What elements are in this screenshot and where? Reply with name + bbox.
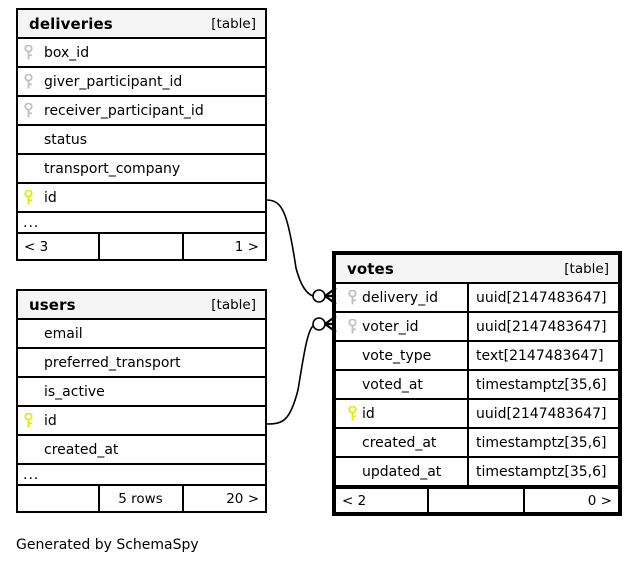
column-name: receiver_participant_id: [44, 102, 204, 119]
column-name: preferred_transport: [44, 354, 181, 371]
column-name: voter_id: [362, 318, 419, 335]
table-title: votes: [347, 259, 394, 278]
column-name: giver_participant_id: [44, 73, 183, 90]
table-header-users: users [table]: [18, 291, 265, 320]
table-row[interactable]: receiver_participant_id: [18, 97, 265, 126]
column-name: box_id: [44, 44, 90, 61]
column-type: uuid[2147483647]: [476, 405, 607, 422]
column-cell: voted_at: [336, 371, 469, 398]
more-columns-indicator: ...: [18, 465, 265, 486]
table-header-deliveries: deliveries [table]: [18, 10, 265, 39]
footer-prev-link[interactable]: [18, 486, 100, 511]
footer-next-link[interactable]: 0 >: [587, 492, 612, 509]
column-name: created_at: [44, 441, 119, 458]
table-row[interactable]: created_at timestamptz[35,6]: [336, 429, 618, 458]
table-footer-deliveries: < 3 1 >: [18, 234, 265, 259]
table-row[interactable]: voter_id uuid[2147483647]: [336, 313, 618, 342]
table-row[interactable]: created_at: [18, 436, 265, 465]
table-row[interactable]: box_id: [18, 39, 265, 68]
foreign-key-icon: [18, 68, 38, 95]
table-row[interactable]: preferred_transport: [18, 349, 265, 378]
cardinality-zero-marker: [312, 289, 326, 303]
table-row[interactable]: status: [18, 126, 265, 155]
foreign-key-icon: [18, 97, 38, 124]
generated-by-caption: Generated by SchemaSpy: [16, 537, 199, 553]
column-type: timestamptz[35,6]: [476, 376, 607, 393]
table-footer-votes: < 2 0 >: [336, 487, 618, 512]
column-name: email: [44, 325, 83, 342]
column-type: uuid[2147483647]: [476, 318, 607, 335]
no-key-spacer: [18, 378, 38, 405]
table-row[interactable]: voted_at timestamptz[35,6]: [336, 371, 618, 400]
column-cell: updated_at: [336, 458, 469, 485]
column-name: updated_at: [362, 463, 442, 480]
table-row[interactable]: delivery_id uuid[2147483647]: [336, 284, 618, 313]
table-votes[interactable]: votes [table] delivery_id uuid[214748364…: [332, 251, 622, 516]
footer-rows-count: [429, 489, 525, 512]
column-name: id: [44, 189, 57, 206]
column-cell: voter_id: [336, 313, 469, 340]
no-key-spacer: [18, 126, 38, 153]
no-key-spacer: [18, 155, 38, 182]
column-name: status: [44, 131, 88, 148]
column-name: delivery_id: [362, 289, 438, 306]
table-users[interactable]: users [table] email preferred_transport …: [16, 289, 267, 513]
relationship-deliveries-votes: [266, 199, 337, 305]
column-name: id: [44, 412, 57, 429]
table-row[interactable]: giver_participant_id: [18, 68, 265, 97]
column-name: id: [362, 405, 375, 422]
no-key-spacer: [18, 436, 38, 463]
table-type-tag: [table]: [564, 260, 609, 277]
table-row[interactable]: id: [18, 407, 265, 436]
table-row[interactable]: id uuid[2147483647]: [336, 400, 618, 429]
cardinality-zero-marker: [312, 317, 326, 331]
column-cell: delivery_id: [336, 284, 469, 311]
column-cell: created_at: [336, 429, 469, 456]
table-title: deliveries: [29, 14, 113, 33]
footer-prev-link[interactable]: < 2: [336, 489, 430, 512]
table-title: users: [29, 295, 76, 314]
column-cell: vote_type: [336, 342, 469, 369]
column-type: uuid[2147483647]: [476, 289, 607, 306]
table-type-tag: [table]: [211, 296, 256, 313]
table-row[interactable]: updated_at timestamptz[35,6]: [336, 458, 618, 487]
primary-key-icon: [18, 184, 38, 211]
footer-next-link[interactable]: 20 >: [226, 490, 259, 507]
foreign-key-icon: [342, 290, 362, 305]
foreign-key-icon: [342, 319, 362, 334]
no-key-spacer: [18, 320, 38, 347]
column-type: timestamptz[35,6]: [476, 463, 607, 480]
table-footer-users: 5 rows 20 >: [18, 486, 265, 511]
table-row[interactable]: id: [18, 184, 265, 213]
table-row[interactable]: email: [18, 320, 265, 349]
table-row[interactable]: transport_company: [18, 155, 265, 184]
relationship-users-votes: [266, 315, 337, 425]
column-type: text[2147483647]: [476, 347, 604, 364]
more-columns-indicator: ...: [18, 213, 265, 234]
footer-prev-link[interactable]: < 3: [18, 234, 100, 259]
footer-rows-count: 5 rows: [100, 486, 184, 511]
column-type: timestamptz[35,6]: [476, 434, 607, 451]
primary-key-icon: [342, 406, 362, 421]
primary-key-icon: [18, 407, 38, 434]
column-name: is_active: [44, 383, 105, 400]
column-name: transport_company: [44, 160, 181, 177]
column-name: vote_type: [362, 347, 432, 364]
table-header-votes: votes [table]: [336, 255, 618, 284]
column-name: created_at: [362, 434, 437, 451]
column-name: voted_at: [362, 376, 423, 393]
foreign-key-icon: [18, 39, 38, 66]
footer-rows-count: [100, 234, 184, 259]
table-type-tag: [table]: [211, 15, 256, 32]
table-row[interactable]: vote_type text[2147483647]: [336, 342, 618, 371]
footer-next-link[interactable]: 1 >: [234, 238, 259, 255]
table-row[interactable]: is_active: [18, 378, 265, 407]
no-key-spacer: [18, 349, 38, 376]
column-cell: id: [336, 400, 469, 427]
table-deliveries[interactable]: deliveries [table] box_id giver_particip…: [16, 8, 267, 261]
